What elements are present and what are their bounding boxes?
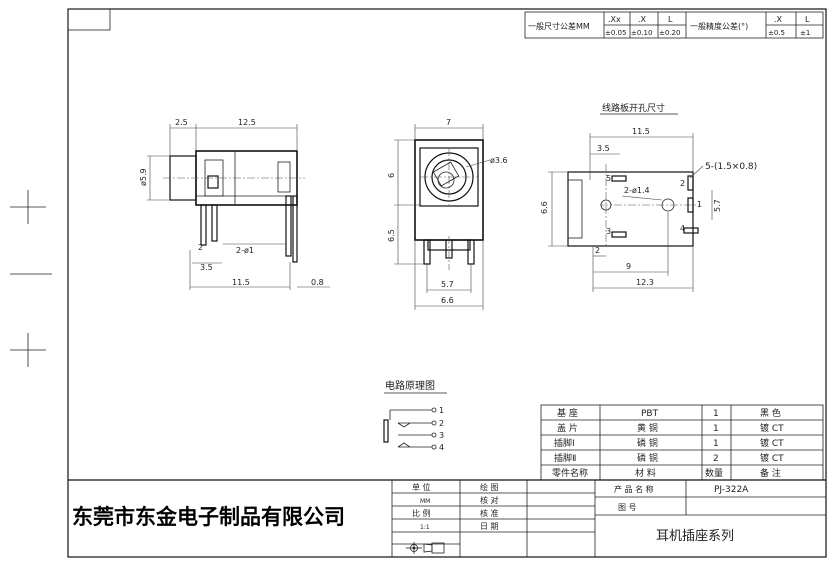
- svg-text:±0.20: ±0.20: [659, 29, 680, 37]
- svg-text:绘 图: 绘 图: [480, 482, 499, 492]
- svg-text:1:1: 1:1: [420, 524, 430, 531]
- circuit-schematic: 电路原理图 1 2 3 4: [383, 379, 447, 452]
- product-name: PJ-322A: [714, 485, 749, 495]
- bom-r2-c1: 磷 铜: [637, 437, 658, 449]
- svg-text:±1: ±1: [800, 29, 810, 37]
- svg-text:±0.05: ±0.05: [605, 29, 626, 37]
- side-view: 2.5 12.5 ø5.9 2 2-ø1 3.5 11.5 0.8: [139, 118, 330, 290]
- bom-r0-c0: 基 座: [557, 407, 578, 419]
- svg-text:2: 2: [680, 179, 685, 188]
- bom-r3-c1: 磷 铜: [637, 452, 658, 464]
- svg-text:4: 4: [439, 443, 444, 452]
- bom-r3-c2: 2: [713, 454, 719, 464]
- tolerance-block: 一般尺寸公差MM .Xx .X L ±0.05 ±0.10 ±0.20 一般精度…: [524, 11, 824, 39]
- tolerance-angle-label: 一般精度公差(°): [690, 21, 748, 31]
- bom-header-c0: 零件名称: [552, 467, 588, 479]
- bom-r1-c3: 镀 CT: [760, 422, 784, 434]
- series-name: 耳机插座系列: [656, 529, 734, 544]
- bom-table: 基 座 PBT 1 黑 色 盖 片 黄 铜 1 镀 CT 插脚Ⅰ 磷 铜 1 镀…: [540, 404, 824, 481]
- svg-text:MM: MM: [420, 498, 430, 505]
- svg-text:5.7: 5.7: [441, 280, 454, 289]
- svg-text:3.5: 3.5: [200, 263, 213, 272]
- svg-text:.X: .X: [774, 15, 783, 24]
- projection-symbol-icon: [406, 542, 445, 554]
- product-name-label: 产 品 名 称: [614, 484, 654, 494]
- bom-r2-c3: 镀 CT: [760, 437, 784, 449]
- svg-text:9: 9: [626, 262, 631, 271]
- svg-text:6: 6: [387, 173, 396, 178]
- tolerance-linear-label: 一般尺寸公差MM: [528, 21, 590, 31]
- svg-text:7: 7: [446, 118, 451, 127]
- svg-text:4: 4: [680, 224, 685, 233]
- svg-text:2: 2: [595, 246, 600, 255]
- company-name: 东莞市东金电子制品有限公司: [72, 505, 345, 529]
- svg-text:ø3.6: ø3.6: [490, 156, 508, 165]
- svg-text:核 对: 核 对: [480, 495, 499, 505]
- svg-text:5.7: 5.7: [713, 199, 722, 212]
- svg-text:11.5: 11.5: [232, 278, 250, 287]
- bom-r2-c0: 插脚Ⅰ: [554, 437, 575, 449]
- svg-text:12.5: 12.5: [238, 118, 256, 127]
- bom-r3-c3: 镀 CT: [760, 452, 784, 464]
- bom-r2-c2: 1: [713, 439, 719, 449]
- svg-text:L: L: [805, 15, 810, 24]
- svg-text:.X: .X: [638, 15, 647, 24]
- pcb-callout: 5-(1.5×0.8): [705, 162, 757, 172]
- svg-text:11.5: 11.5: [632, 127, 650, 136]
- schematic-title: 电路原理图: [385, 379, 435, 392]
- bom-header-c3: 备 注: [760, 467, 781, 479]
- corner-box: [67, 8, 111, 31]
- svg-text:2-ø1.4: 2-ø1.4: [624, 186, 650, 195]
- bom-r1-c0: 盖 片: [557, 422, 578, 434]
- registration-marks: [10, 190, 52, 367]
- bom-r1-c1: 黄 铜: [637, 422, 658, 434]
- svg-text:3.5: 3.5: [597, 144, 610, 153]
- pcb-hole-view: 线路板开孔尺寸 1 2 3 4 5 5-(1.5×0.8) 11.5 3.5 6…: [540, 102, 757, 292]
- svg-text:日 期: 日 期: [480, 522, 499, 531]
- svg-text:6.5: 6.5: [387, 229, 396, 242]
- bom-r3-c0: 插脚Ⅱ: [554, 452, 576, 464]
- bom-r0-c2: 1: [713, 409, 719, 419]
- drawing-no-label: 图 号: [618, 503, 637, 512]
- svg-text:±0.10: ±0.10: [631, 29, 652, 37]
- bom-r0-c1: PBT: [641, 409, 659, 419]
- svg-text:12.3: 12.3: [636, 278, 654, 287]
- svg-text:2: 2: [198, 243, 203, 252]
- pcb-title: 线路板开孔尺寸: [602, 102, 665, 114]
- svg-text:ø5.9: ø5.9: [139, 168, 148, 186]
- svg-text:核 准: 核 准: [480, 508, 499, 518]
- svg-text:5: 5: [606, 174, 611, 183]
- svg-text:2: 2: [439, 419, 444, 428]
- svg-text:2.5: 2.5: [175, 118, 188, 127]
- svg-text:1: 1: [697, 200, 702, 209]
- svg-text:.Xx: .Xx: [608, 15, 621, 24]
- title-block: 东莞市东金电子制品有限公司 单 位 MM 比 例 1:1 绘 图 核 对 核 准…: [68, 479, 826, 557]
- bom-r1-c2: 1: [713, 424, 719, 434]
- front-view: 7 ø3.6 6 6.5 5.7 6.6: [387, 118, 508, 310]
- bom-r0-c3: 黑 色: [760, 407, 781, 419]
- svg-text:3: 3: [606, 227, 611, 236]
- svg-text:2-ø1: 2-ø1: [236, 246, 254, 255]
- svg-text:L: L: [668, 15, 673, 24]
- bom-header-c1: 材 料: [635, 467, 656, 479]
- svg-text:6.6: 6.6: [540, 201, 549, 214]
- svg-text:3: 3: [439, 431, 444, 440]
- svg-text:单 位: 单 位: [412, 482, 431, 492]
- drawing-frame: [67, 8, 827, 558]
- svg-text:0.8: 0.8: [311, 278, 324, 287]
- svg-text:1: 1: [439, 406, 444, 415]
- svg-text:比 例: 比 例: [412, 508, 431, 518]
- svg-text:6.6: 6.6: [441, 296, 454, 305]
- svg-text:±0.5: ±0.5: [768, 29, 785, 37]
- bom-header-c2: 数量: [705, 467, 723, 479]
